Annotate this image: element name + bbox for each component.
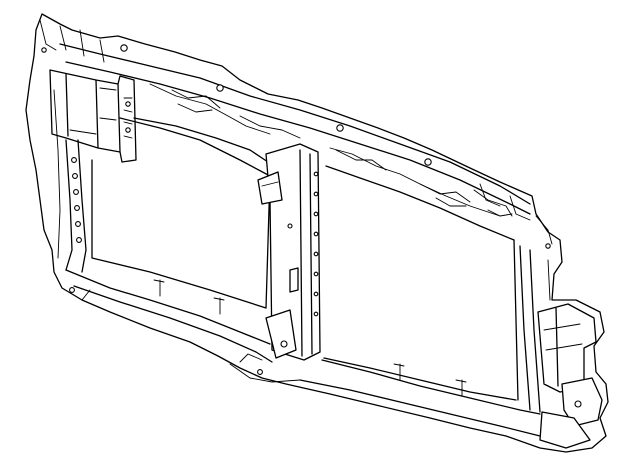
left-opening — [91, 117, 271, 309]
tie-bar-hole — [257, 369, 263, 375]
right-opening — [323, 165, 519, 401]
divider-hole — [313, 171, 319, 177]
corner-hole — [41, 47, 47, 53]
mount-hole — [424, 158, 432, 166]
post-hole — [73, 189, 79, 195]
bracket-hole — [125, 101, 131, 107]
tie-bar-hole — [69, 287, 75, 293]
divider-hole — [313, 311, 319, 317]
mount-hole — [120, 44, 128, 52]
post-hole — [76, 237, 82, 243]
divider-hole — [313, 251, 319, 257]
divider-hole — [287, 223, 293, 229]
bracket-hole — [125, 127, 131, 133]
upper-right-corner — [479, 183, 553, 249]
divider-hole — [313, 231, 319, 237]
right-side-bracket — [537, 303, 603, 449]
upper-tie-bar — [59, 43, 531, 217]
divider-hole — [313, 191, 319, 197]
left-vertical-post — [53, 89, 87, 273]
divider-hole — [313, 211, 319, 217]
divider-hole — [313, 291, 319, 297]
bracket-hole — [574, 400, 582, 408]
corner-hole — [545, 243, 551, 249]
post-hole — [72, 173, 78, 179]
mount-hole — [336, 124, 344, 132]
top-mount-holes — [120, 44, 432, 166]
post-hole — [71, 157, 77, 163]
divider-hole — [280, 340, 288, 348]
divider-hole — [313, 271, 319, 277]
upper-left-corner — [39, 19, 105, 63]
post-hole — [74, 205, 80, 211]
post-hole — [75, 221, 81, 227]
lower-tie-bar — [65, 269, 541, 437]
center-divider — [257, 143, 321, 361]
mount-hole — [216, 84, 224, 92]
right-vertical-post — [519, 245, 551, 413]
left-side-bracket — [49, 69, 137, 163]
